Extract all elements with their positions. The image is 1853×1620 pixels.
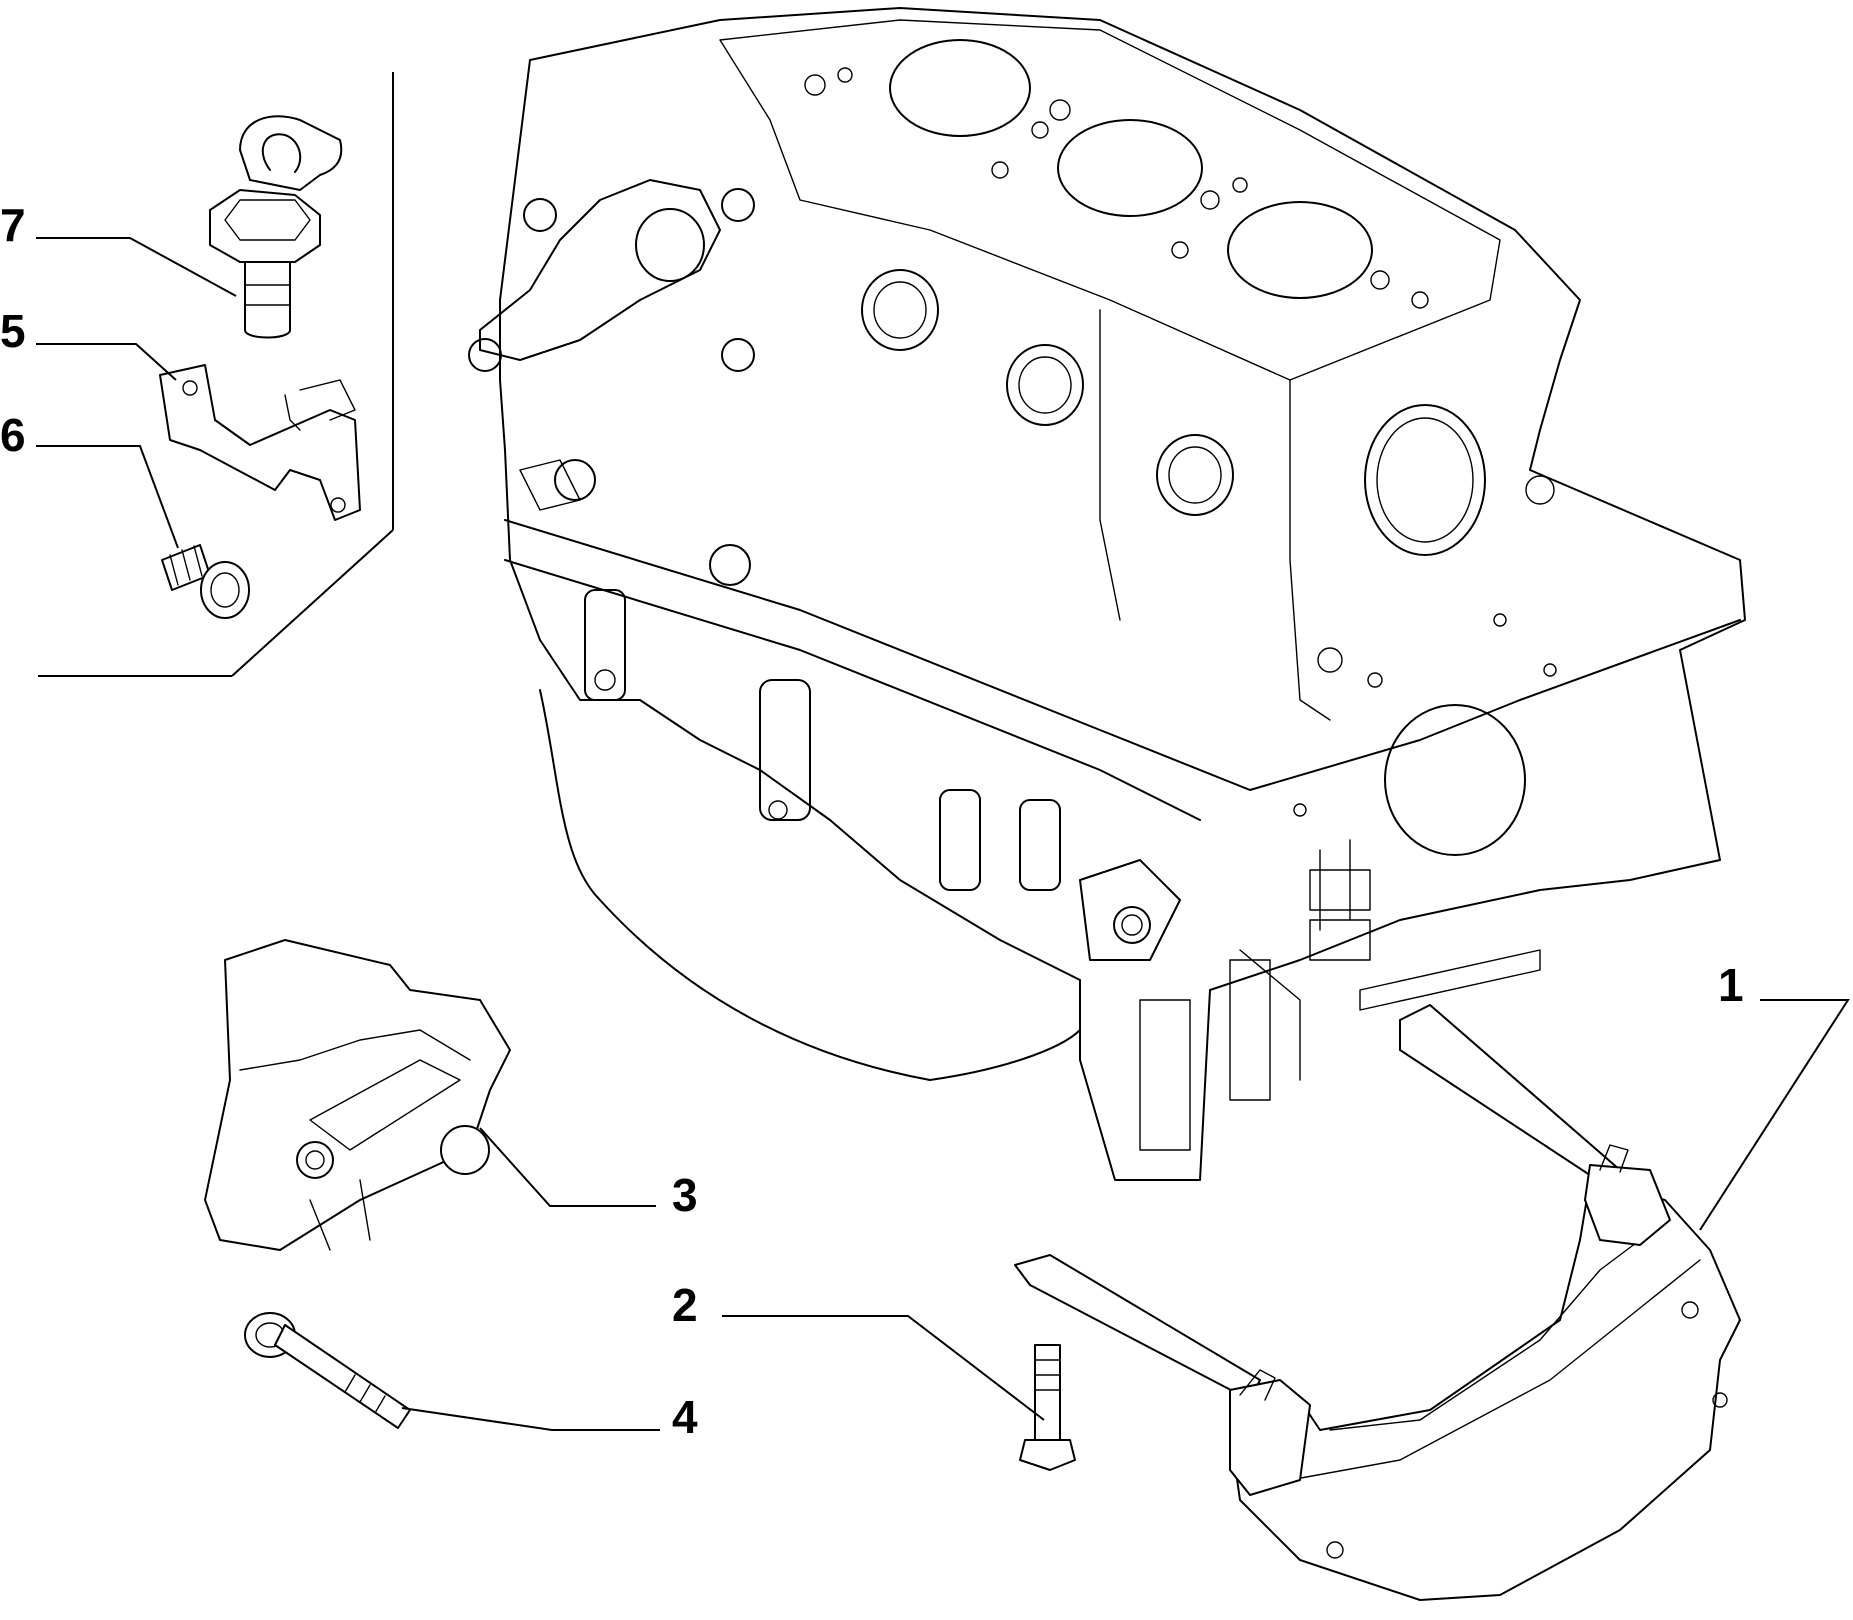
leader-5 — [36, 343, 177, 381]
part-4-bolt — [244, 1312, 411, 1429]
callout-7: 7 — [0, 199, 26, 251]
leader-7 — [36, 237, 237, 297]
part-2-bolt — [1019, 1344, 1076, 1471]
leader-1 — [1699, 999, 1850, 1231]
leader-6 — [36, 445, 179, 549]
leader-lines — [36, 237, 1850, 1431]
callout-3: 3 — [672, 1169, 698, 1221]
callout-1: 1 — [1718, 959, 1744, 1011]
inset-frame — [38, 72, 394, 677]
callout-5: 5 — [0, 305, 26, 357]
engine-block — [468, 7, 1746, 1181]
part-7-sensor — [209, 115, 343, 339]
part-6-screw — [161, 544, 250, 619]
callout-6: 6 — [0, 409, 26, 461]
part-5-bracket — [159, 364, 361, 521]
leader-2 — [722, 1315, 1045, 1421]
callout-4: 4 — [672, 1391, 698, 1443]
part-1-subframe — [1014, 1004, 1741, 1601]
leader-3 — [479, 1127, 656, 1207]
part-3-engine-mount — [204, 939, 511, 1251]
callout-2: 2 — [672, 1279, 698, 1331]
leader-4 — [401, 1407, 660, 1431]
